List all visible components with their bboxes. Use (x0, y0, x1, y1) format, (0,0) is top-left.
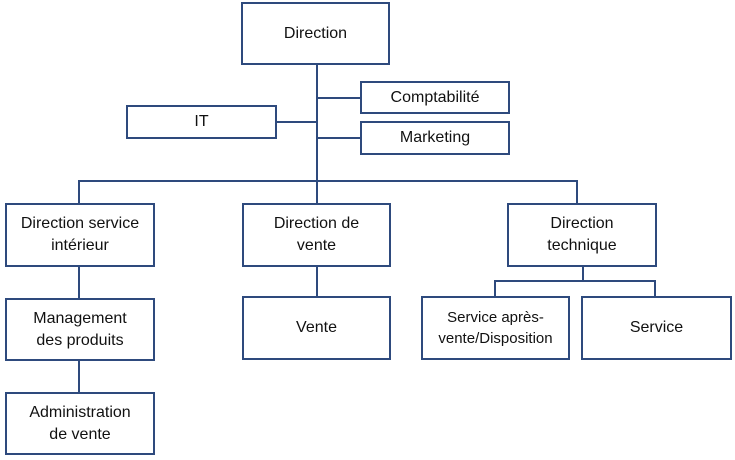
org-box-management-des-produits: Management des produits (5, 298, 155, 361)
connector-dept-3 (576, 180, 578, 204)
org-box-label: Administration de vente (29, 403, 131, 443)
connector-root-trunk (316, 64, 318, 204)
org-box-label: Management des produits (33, 309, 127, 349)
org-box-direction: Direction (241, 2, 390, 65)
org-box-label: Vente (296, 319, 337, 336)
connector-dept3-bar (494, 280, 656, 282)
org-box-direction-service-interieur: Direction service intérieur (5, 203, 155, 267)
org-box-service: Service (581, 296, 732, 360)
org-box-label: Service après- vente/Disposition (438, 309, 553, 347)
org-box-label: Direction technique (547, 215, 617, 254)
org-box-label: Direction (283, 24, 348, 42)
org-box-label: Direction service intérieur (20, 215, 140, 254)
org-box-label: Direction de vente (273, 215, 360, 254)
org-box-label: Comptabilité (390, 88, 480, 106)
connector-it (276, 121, 318, 123)
org-box-direction-technique: Direction technique (507, 203, 657, 267)
connector-dept3-trunk (582, 266, 584, 281)
connector-dept1-child1 (78, 266, 80, 299)
org-box-label: Marketing (399, 129, 471, 146)
org-box-direction-de-vente: Direction de vente (242, 203, 391, 267)
connector-dept3-child1 (494, 280, 496, 297)
org-box-it: IT (126, 105, 277, 139)
connector-dept1-child2 (78, 360, 80, 393)
connector-marketing (316, 137, 361, 139)
connector-comptabilite (316, 97, 361, 99)
org-box-comptabilite: Comptabilité (360, 81, 510, 114)
org-box-vente: Vente (242, 296, 391, 360)
connector-departments-bar (78, 180, 578, 182)
connector-dept2-child1 (316, 266, 318, 297)
org-box-label: IT (194, 113, 209, 130)
connector-dept3-child2 (654, 280, 656, 297)
org-box-administration-de-vente: Administration de vente (5, 392, 155, 455)
org-box-label: Service (629, 319, 684, 336)
org-box-marketing: Marketing (360, 121, 510, 155)
connector-dept-1 (78, 180, 80, 204)
org-box-service-apres-vente: Service après- vente/Disposition (421, 296, 570, 360)
